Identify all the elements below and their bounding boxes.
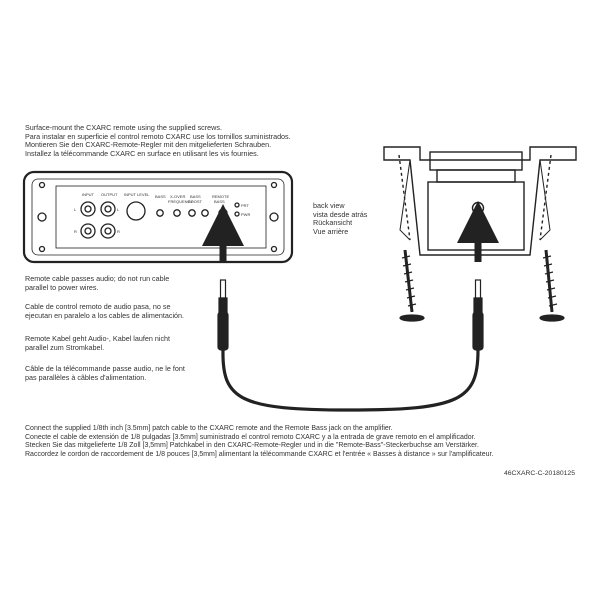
amp-label-input-level: INPUT LEVEL <box>124 192 150 197</box>
amp-indicator-pwr: PWR <box>241 212 250 217</box>
bottom-instruction-en: Connect the supplied 1/8th inch [3.5mm] … <box>25 425 393 432</box>
back-view-labels: back view vista desde atrás Rückansicht … <box>313 201 368 236</box>
back-view-label-en: back view <box>313 201 345 210</box>
top-instruction-en: Surface-mount the CXARC remote using the… <box>25 123 222 132</box>
cable-note-line: Remote Kabel geht Audio-, Kabel laufen n… <box>25 334 171 343</box>
cable-note-en: Remote cable passes audio; do not run ca… <box>25 274 170 292</box>
top-instructions: Surface-mount the CXARC remote using the… <box>25 123 291 158</box>
amp-label-bass: BASS <box>155 194 166 199</box>
part-number: 46CXARC-C-20180125 <box>503 470 575 477</box>
amplifier-panel-labels: INPUT OUTPUT INPUT LEVEL BASS X-OVER BAS… <box>74 192 250 234</box>
amp-sublabel-bass: BASS <box>214 199 225 204</box>
bottom-instruction-es: Conecte el cable de extensión de 1/8 pul… <box>25 433 476 441</box>
bottom-instruction-fr: Raccordez le cordon de raccordement de 1… <box>25 450 494 458</box>
amp-channel-r-in: R <box>74 229 77 234</box>
bottom-instructions: Connect the supplied 1/8th inch [3.5mm] … <box>25 425 493 459</box>
amp-label-input: INPUT <box>82 192 95 197</box>
amp-channel-r-out: R <box>117 229 120 234</box>
amp-channel-l-in: L <box>74 207 77 212</box>
amplifier-panel <box>22 170 294 264</box>
cable-note-line: ejecutan en paralelo a los cables de ali… <box>25 310 185 320</box>
cable-note-line: Remote cable passes audio; do not run ca… <box>25 274 170 283</box>
right-plug <box>472 279 484 351</box>
top-instruction-es: Para instalar en superficie el control r… <box>25 131 291 141</box>
patch-cable <box>221 349 480 412</box>
amp-label-bass-2: BASS <box>190 194 201 199</box>
amp-channel-l-out: L <box>117 207 120 212</box>
amp-indicator-prt: PRT <box>241 203 249 208</box>
cable-note-line: parallel zum Stromkabel. <box>25 342 105 352</box>
back-view-label-de: Rückansicht <box>313 218 353 228</box>
amp-label-xover: X-OVER <box>170 194 185 199</box>
back-view-label-es: vista desde atrás <box>313 209 368 219</box>
cable-note-fr: Câble de la télécommande passe audio, ne… <box>25 364 185 382</box>
cable-note-line: Cable de control remoto de audio pasa, n… <box>25 302 171 311</box>
cable-note-de: Remote Kabel geht Audio-, Kabel laufen n… <box>25 334 171 352</box>
cable-note-line: parallel to power wires. <box>25 282 99 292</box>
amp-sublabel-boost: BOOST <box>188 199 203 204</box>
cable-note-line: Câble de la télécommande passe audio, ne… <box>25 364 185 373</box>
amp-sublabel-frequency: FREQUENCY <box>168 199 193 204</box>
top-instruction-fr: Installez la télécommande CXARC en surfa… <box>25 148 259 158</box>
left-plug <box>217 279 229 351</box>
amp-label-remote: REMOTE <box>212 194 229 199</box>
amp-label-output: OUTPUT <box>101 192 118 197</box>
mounting-screws <box>399 249 565 322</box>
bottom-instruction-de: Stecken Sie das mitgelieferte 1/8 Zoll [… <box>25 442 479 450</box>
top-instruction-de: Montieren Sie den CXARC-Remote-Regler mi… <box>25 140 272 150</box>
cable-note-line: pas parallèles à câbles d'alimentation. <box>25 372 147 382</box>
remote-back-view <box>383 146 577 256</box>
back-view-label-fr: Vue arrière <box>313 226 349 236</box>
cable-note-es: Cable de control remoto de audio pasa, n… <box>25 302 185 320</box>
